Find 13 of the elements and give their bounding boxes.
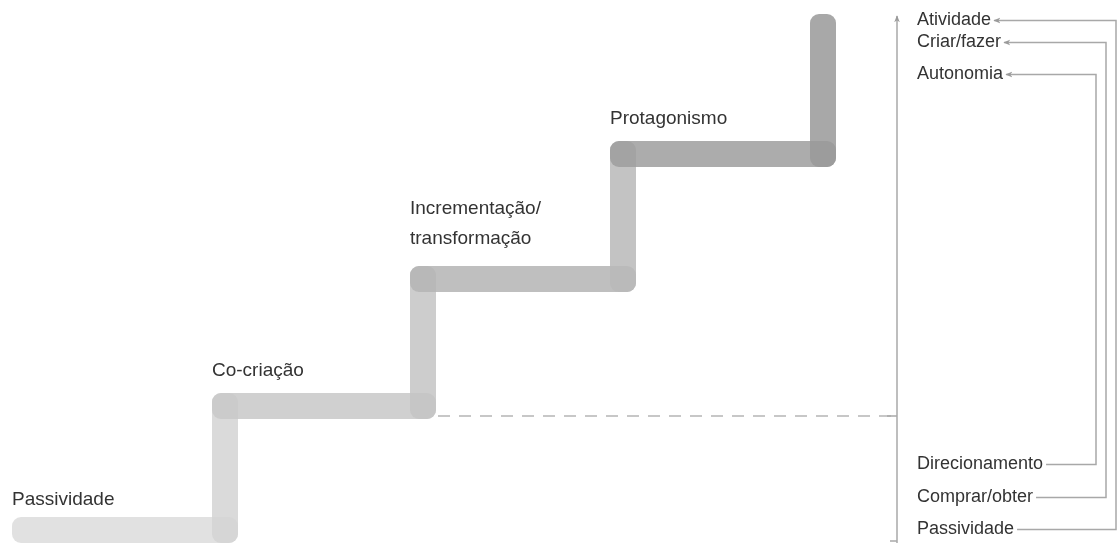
step-label: Passividade	[12, 487, 116, 511]
scale-label: Comprar/obter	[917, 486, 1034, 507]
scale-label: Atividade	[917, 9, 992, 30]
scale-label: Passividade	[917, 518, 1015, 539]
step-label: Incrementação/ transformação	[410, 196, 542, 250]
connector-arrow	[1005, 71, 1097, 466]
connector-arrow	[1003, 39, 1107, 499]
scale-label: Direcionamento	[917, 453, 1044, 474]
step-label: Protagonismo	[610, 106, 729, 130]
scale-label: Criar/fazer	[917, 31, 1001, 52]
scale-label: Autonomia	[917, 63, 1004, 84]
connector-arrow	[993, 17, 1117, 531]
step-label: Co-criação	[212, 358, 305, 382]
